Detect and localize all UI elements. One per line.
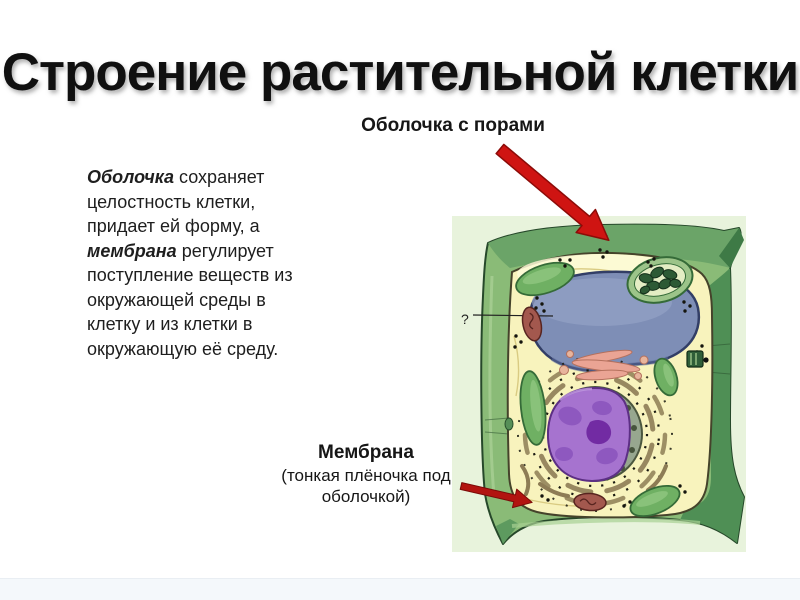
wall-inner-highlight-left [488,275,496,497]
description-paragraph: Оболочка сохраняет целостность клетки, п… [87,165,319,361]
plastid-right [653,357,679,397]
bottom-strip [0,578,800,600]
chromatin-blotches [555,400,618,465]
plastid-left [519,370,547,446]
ribosome-ring [541,380,649,488]
question-pointer-line [472,314,554,317]
question-pointer: ? [461,311,554,327]
question-mark-label: ? [461,311,469,327]
nucleus-highlight [559,387,593,401]
golgi-apparatus [559,349,649,381]
membrane-label-title: Мембрана [318,442,414,463]
plastid-top-left [515,261,575,297]
callout-membrane: Мембрана (тонкая плёночка под оболочкой) [251,441,481,507]
plasmodesma-right [686,350,709,368]
ribosome-ring [517,356,673,512]
cell-wall-corner-facet [719,228,744,268]
mitochondrion-bottom [573,492,607,512]
wall-pore-left [504,417,514,431]
chloroplast [626,256,694,304]
ribosome-clusters [513,248,704,508]
paragraph-text-2: регулирует поступление веществ из окружа… [87,240,293,359]
plant-cell-illustration: ? [452,216,746,552]
grana-stacks [638,266,682,295]
callout-shell-with-pores: Оболочка с порами [361,115,545,136]
paragraph-text-1: сохраняет целостность клетки, придает ей… [87,167,265,236]
mitochondrion-left [521,306,543,342]
nucleolus [586,420,612,445]
term-membrana: мембрана [87,240,177,261]
term-obolochka: Оболочка [87,167,175,187]
plastid-bottom-right [629,484,681,518]
membrane-label-subtitle: (тонкая плёночка под оболочкой) [281,466,451,506]
nucleus [546,386,643,482]
page-title: Строение растительной клетки [1,43,799,102]
wall-inner-highlight-bottom [511,518,701,528]
